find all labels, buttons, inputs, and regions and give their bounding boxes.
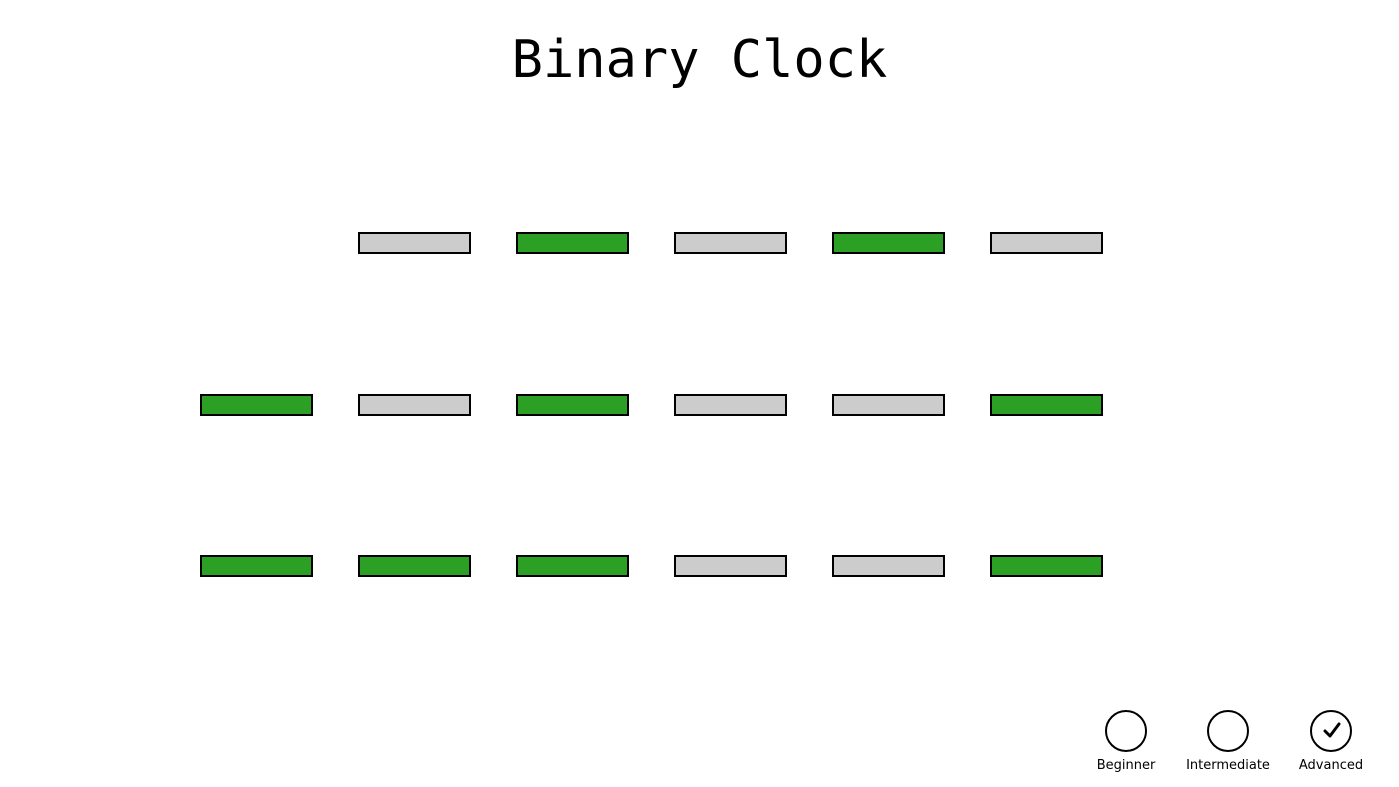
mode-label: Intermediate	[1186, 758, 1270, 773]
checkmark-icon	[1323, 722, 1341, 738]
mode-label: Advanced	[1298, 758, 1364, 773]
bit-on-row-3-col-6	[990, 555, 1103, 577]
bit-off-row-2-col-5	[832, 394, 945, 416]
bit-on-row-3-col-3	[516, 555, 629, 577]
bit-off-row-1-col-4	[674, 232, 787, 254]
bit-off-row-3-col-5	[832, 555, 945, 577]
bit-on-row-3-col-2	[358, 555, 471, 577]
mode-option-advanced[interactable]: Advanced	[1276, 710, 1386, 773]
radio-unchecked[interactable]	[1207, 710, 1249, 752]
bit-on-row-1-col-5	[832, 232, 945, 254]
bit-off-row-2-col-4	[674, 394, 787, 416]
bit-off-row-1-col-2	[358, 232, 471, 254]
bit-off-row-1-col-6	[990, 232, 1103, 254]
radio-checked[interactable]	[1310, 710, 1352, 752]
mode-label: Beginner	[1096, 758, 1156, 773]
mode-option-intermediate[interactable]: Intermediate	[1173, 710, 1283, 773]
bit-on-row-2-col-6	[990, 394, 1103, 416]
page-title: Binary Clock	[511, 30, 888, 90]
bit-on-row-1-col-3	[516, 232, 629, 254]
radio-unchecked[interactable]	[1105, 710, 1147, 752]
bit-off-row-2-col-2	[358, 394, 471, 416]
bit-on-row-2-col-1	[200, 394, 313, 416]
bit-off-row-3-col-4	[674, 555, 787, 577]
bit-on-row-3-col-1	[200, 555, 313, 577]
bit-on-row-2-col-3	[516, 394, 629, 416]
mode-option-beginner[interactable]: Beginner	[1071, 710, 1181, 773]
